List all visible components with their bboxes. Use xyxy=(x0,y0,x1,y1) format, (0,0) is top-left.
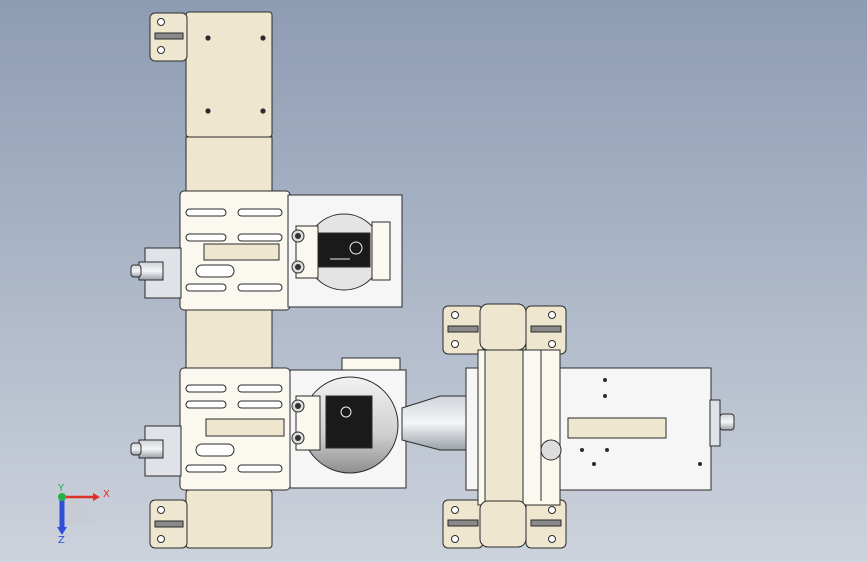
z-axis-label: Z xyxy=(58,535,65,546)
lower-carriage xyxy=(130,357,407,491)
top-left-bracket xyxy=(149,12,188,62)
bottom-left-bracket xyxy=(149,499,188,549)
y-axis-label: Y xyxy=(57,483,65,494)
axis-triad: X Y Z xyxy=(57,483,110,546)
coupling-cone xyxy=(401,395,473,451)
y-axis-point xyxy=(58,493,66,501)
left-vertical-rail xyxy=(185,11,273,549)
upper-carriage xyxy=(130,190,403,311)
right-slide-module xyxy=(442,303,735,549)
x-axis-label: X xyxy=(103,489,110,500)
